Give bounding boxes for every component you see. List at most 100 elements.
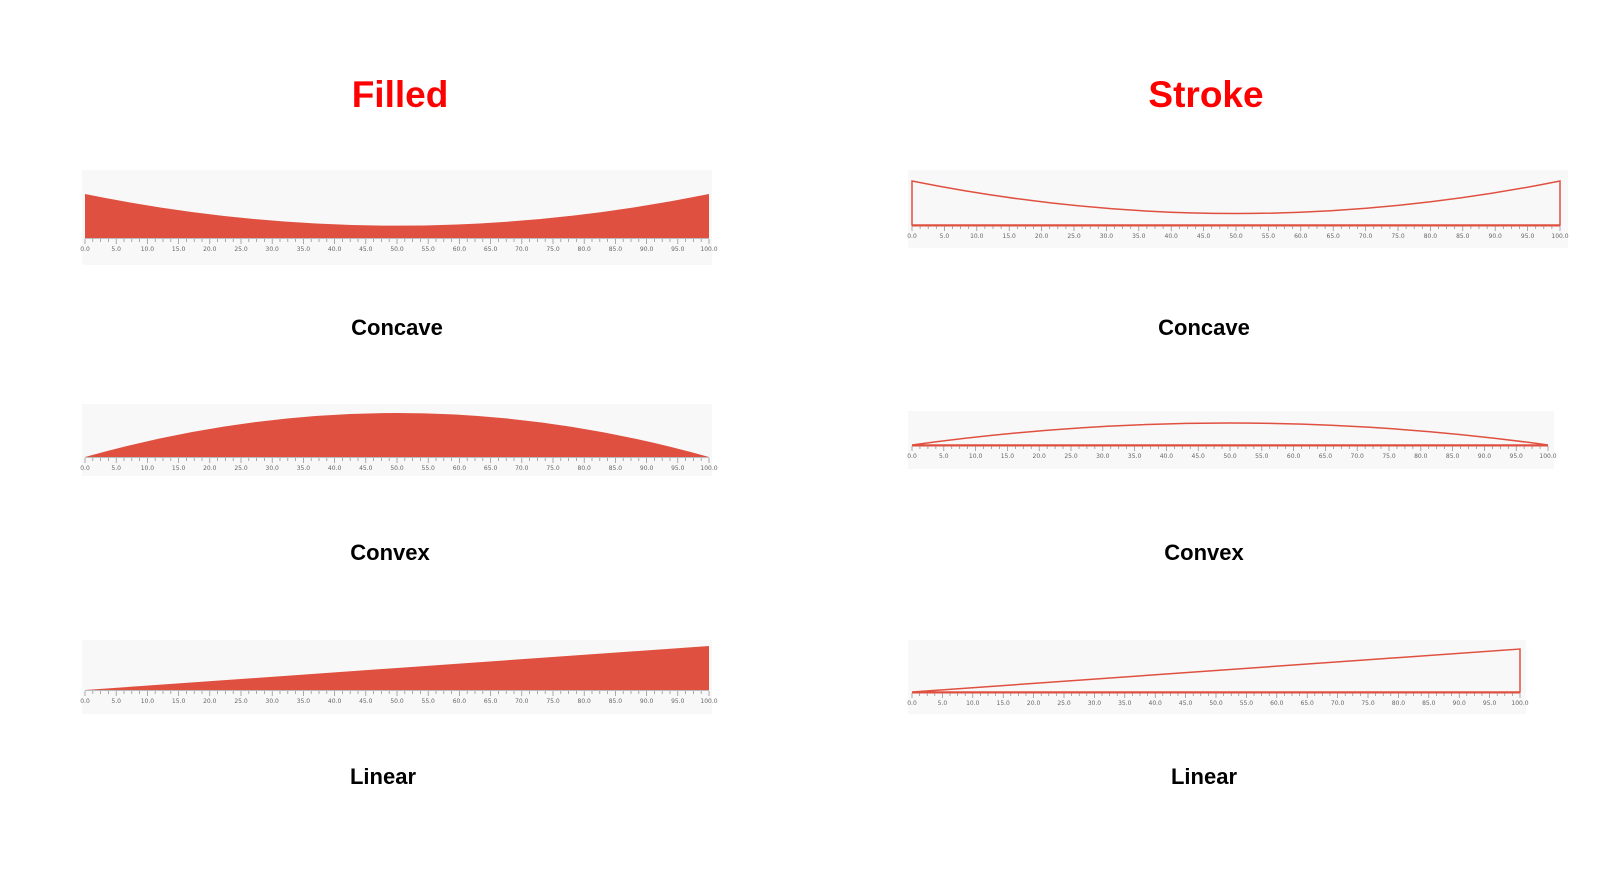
tick-label: 25.0 <box>234 246 248 253</box>
tick-label: 100.0 <box>700 465 717 472</box>
tick-label: 30.0 <box>266 698 280 705</box>
tick-label: 5.0 <box>938 700 948 707</box>
stroke-convex-label: Convex <box>1164 540 1244 565</box>
filled-linear-label: Linear <box>349 764 417 789</box>
tick-label: 90.0 <box>1478 453 1492 460</box>
stroke-concave-label: Concave <box>1158 315 1250 340</box>
tick-label: 70.0 <box>515 698 529 705</box>
tick-label: 35.0 <box>297 246 311 253</box>
tick-label: 65.0 <box>1327 233 1341 240</box>
tick-label: 60.0 <box>453 246 467 253</box>
tick-label: 45.0 <box>1197 233 1211 240</box>
tick-label: 40.0 <box>328 246 342 253</box>
tick-label: 25.0 <box>234 698 248 705</box>
area-convex <box>85 413 709 457</box>
tick-label: 0.0 <box>80 698 90 705</box>
tick-label: 80.0 <box>578 246 592 253</box>
tick-label: 75.0 <box>1391 233 1405 240</box>
stroke-linear-label: Linear <box>1170 764 1238 789</box>
tick-label: 0.0 <box>907 453 917 460</box>
tick-label: 80.0 <box>1392 700 1406 707</box>
tick-label: 15.0 <box>1001 453 1015 460</box>
tick-label: 70.0 <box>1331 700 1345 707</box>
tick-label: 55.0 <box>422 698 436 705</box>
tick-label: 55.0 <box>422 465 436 472</box>
tick-label: 30.0 <box>1100 233 1114 240</box>
tick-label: 75.0 <box>1361 700 1375 707</box>
tick-label: 10.0 <box>141 246 155 253</box>
tick-label: 20.0 <box>1035 233 1049 240</box>
tick-label: 40.0 <box>1165 233 1179 240</box>
outline-concave <box>911 180 1561 226</box>
tick-label: 25.0 <box>1057 700 1071 707</box>
tick-label: 35.0 <box>1132 233 1146 240</box>
tick-label: 40.0 <box>328 698 342 705</box>
tick-label: 5.0 <box>939 453 949 460</box>
tick-label: 85.0 <box>609 698 623 705</box>
tick-label: 10.0 <box>969 453 983 460</box>
outline-convex <box>911 422 1549 446</box>
outline-linear <box>911 648 1521 693</box>
area-concave <box>85 194 709 238</box>
tick-label: 0.0 <box>80 246 90 253</box>
tick-label: 30.0 <box>266 465 280 472</box>
tick-label: 15.0 <box>1003 233 1017 240</box>
tick-label: 60.0 <box>1287 453 1301 460</box>
tick-label: 30.0 <box>1096 453 1110 460</box>
tick-label: 40.0 <box>1149 700 1163 707</box>
tick-label: 85.0 <box>1422 700 1436 707</box>
tick-label: 65.0 <box>1301 700 1315 707</box>
tick-label: 80.0 <box>1424 233 1438 240</box>
tick-label: 50.0 <box>1229 233 1243 240</box>
tick-label: 85.0 <box>609 246 623 253</box>
tick-label: 70.0 <box>1351 453 1365 460</box>
tick-label: 45.0 <box>359 465 373 472</box>
tick-label: 15.0 <box>997 700 1011 707</box>
tick-label: 70.0 <box>515 465 529 472</box>
tick-label: 55.0 <box>1240 700 1254 707</box>
tick-label: 35.0 <box>1128 453 1142 460</box>
tick-label: 45.0 <box>359 246 373 253</box>
filled-concave-label: Concave <box>351 315 443 340</box>
tick-label: 45.0 <box>1192 453 1206 460</box>
tick-label: 100.0 <box>1551 233 1568 240</box>
tick-label: 30.0 <box>1088 700 1102 707</box>
tick-label: 50.0 <box>390 698 404 705</box>
tick-label: 45.0 <box>1179 700 1193 707</box>
tick-label: 65.0 <box>1319 453 1333 460</box>
filled-column-title: Filled <box>351 74 449 115</box>
tick-label: 70.0 <box>1359 233 1373 240</box>
tick-label: 100.0 <box>700 698 717 705</box>
tick-label: 20.0 <box>203 246 217 253</box>
tick-label: 15.0 <box>172 246 186 253</box>
tick-label: 20.0 <box>1027 700 1041 707</box>
tick-label: 80.0 <box>1414 453 1428 460</box>
tick-label: 55.0 <box>1262 233 1276 240</box>
tick-label: 35.0 <box>297 698 311 705</box>
tick-label: 90.0 <box>640 698 654 705</box>
tick-label: 50.0 <box>1209 700 1223 707</box>
tick-label: 100.0 <box>1511 700 1528 707</box>
tick-label: 60.0 <box>453 698 467 705</box>
tick-label: 10.0 <box>141 698 155 705</box>
tick-label: 15.0 <box>172 698 186 705</box>
tick-label: 75.0 <box>546 246 560 253</box>
tick-label: 25.0 <box>1064 453 1078 460</box>
tick-label: 75.0 <box>546 698 560 705</box>
tick-label: 0.0 <box>907 700 917 707</box>
tick-label: 65.0 <box>484 698 498 705</box>
tick-label: 5.0 <box>111 698 121 705</box>
tick-label: 0.0 <box>80 465 90 472</box>
tick-label: 20.0 <box>203 698 217 705</box>
tick-label: 35.0 <box>297 465 311 472</box>
tick-label: 25.0 <box>234 465 248 472</box>
tick-label: 0.0 <box>907 233 917 240</box>
tick-label: 85.0 <box>609 465 623 472</box>
